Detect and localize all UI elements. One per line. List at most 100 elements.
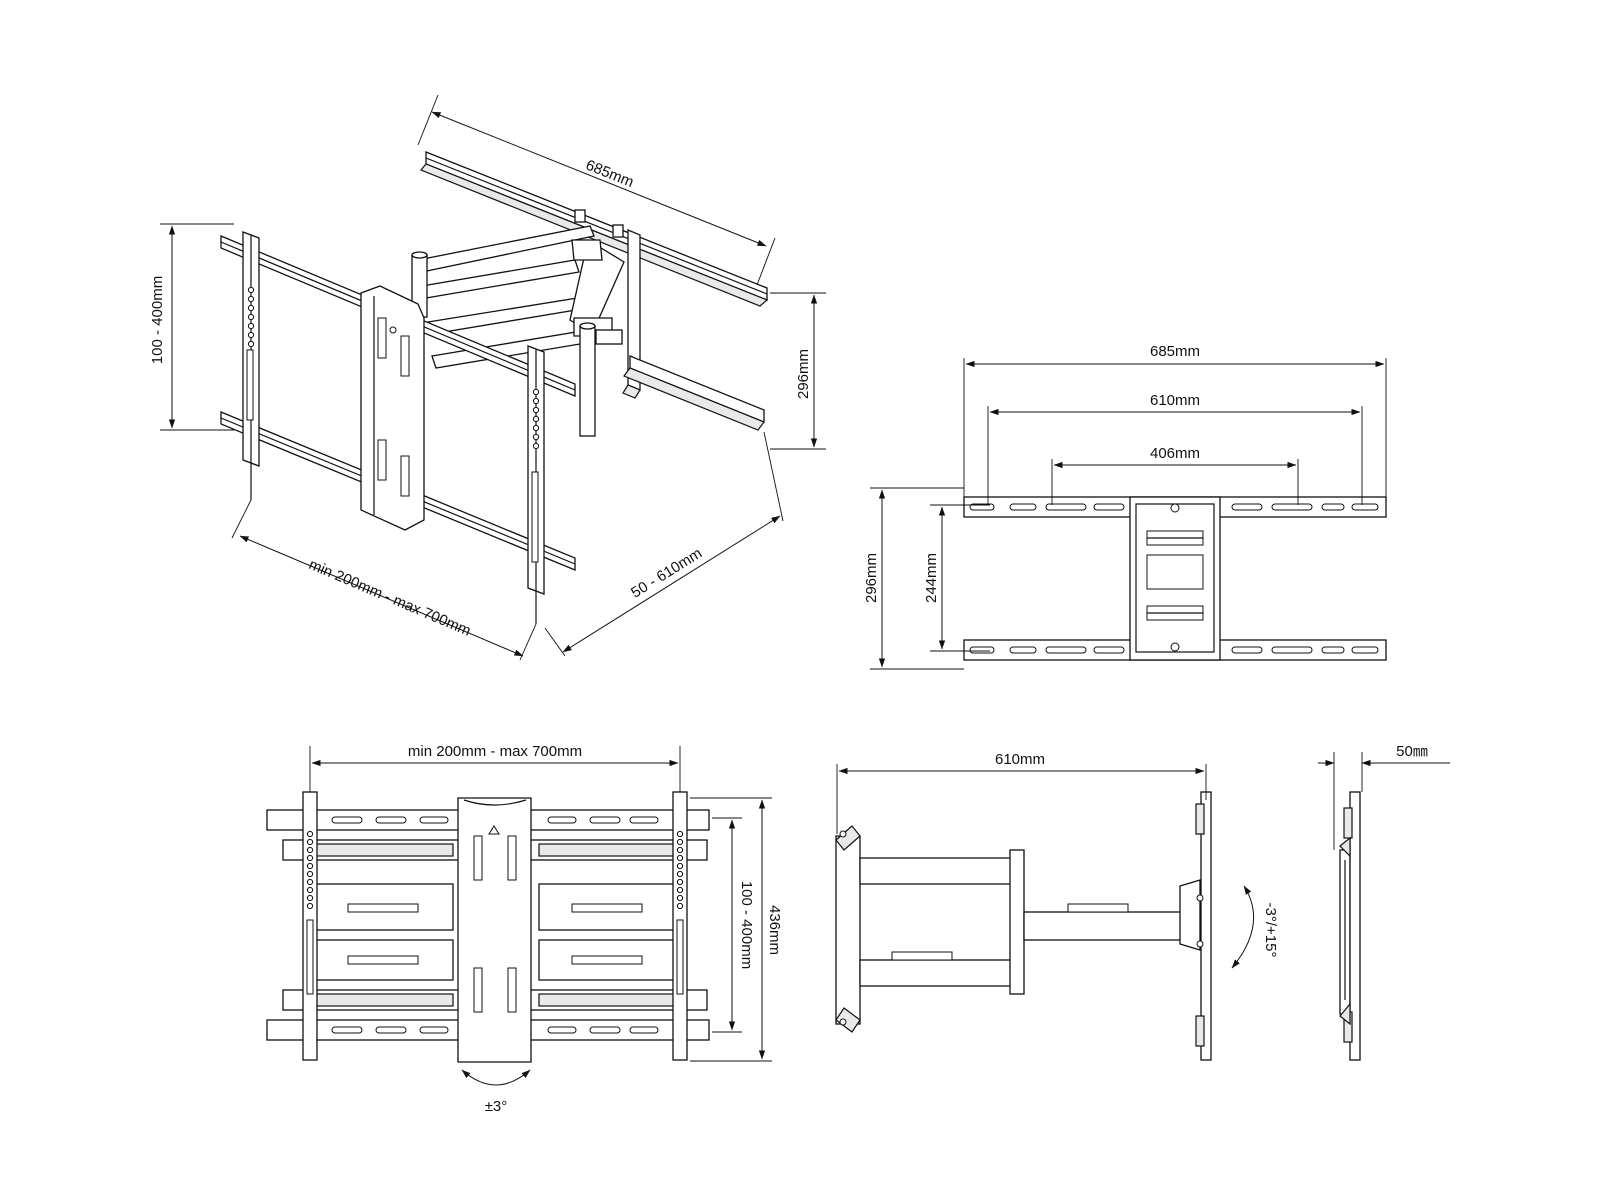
iso-top-width-line <box>431 111 767 247</box>
side-arm-extension <box>1023 911 1200 941</box>
side-tilt-arc <box>1231 885 1255 969</box>
mount-slot <box>1321 503 1345 511</box>
wall-plate-inner-label: 406mm <box>1150 445 1200 462</box>
mount-hole <box>306 846 314 854</box>
mount-hole <box>676 878 684 886</box>
mount-slot <box>969 646 995 654</box>
side-arm-lower <box>859 959 1021 987</box>
side-view: 610mm -3°/+15° <box>835 751 1279 1061</box>
wall-plate-slots <box>969 503 1379 654</box>
mount-slot <box>1009 503 1037 511</box>
wall-plate-inner-height-label: 244mm <box>923 553 940 603</box>
wall-plate-width-label: 685mm <box>1150 343 1200 360</box>
mount-hole <box>306 862 314 870</box>
mount-slot <box>1009 646 1037 654</box>
mount-hole <box>306 894 314 902</box>
wall-plate-outer-height-label: 296mm <box>863 553 880 603</box>
mount-hole <box>306 870 314 878</box>
mount-hole <box>306 886 314 894</box>
mount-hole <box>676 886 684 894</box>
iso-extension-label: 50 - 610mm <box>628 545 705 602</box>
mount-hole <box>676 830 684 838</box>
mount-hole <box>532 388 540 396</box>
iso-depth-label: 296mm <box>795 349 812 399</box>
profile-bracket <box>1349 791 1361 1061</box>
iso-bottom-span-line <box>239 535 524 657</box>
iso-pivot-columns <box>411 251 623 437</box>
mount-slot <box>1093 503 1125 511</box>
mount-hole <box>532 415 540 423</box>
front-rail-slots <box>331 816 659 1034</box>
mount-slot <box>1271 503 1313 511</box>
mount-hole <box>247 322 255 330</box>
mount-slot <box>1321 646 1345 654</box>
mount-hole <box>532 424 540 432</box>
front-view: ±3° min 200mm - max 700mm 436mm 100 - 40… <box>266 743 783 1115</box>
mount-hole <box>306 830 314 838</box>
rail-slot <box>589 1026 621 1034</box>
iso-tv-uprights <box>242 231 545 624</box>
side-extension-label: 610mm <box>995 751 1045 768</box>
iso-holes-left <box>247 286 255 348</box>
side-tilt-label: -3°/+15° <box>1262 903 1279 958</box>
iso-center-plate <box>360 285 425 531</box>
mount-hole <box>676 894 684 902</box>
front-swivel-label: ±3° <box>485 1098 508 1115</box>
mount-hole <box>676 870 684 878</box>
mount-hole <box>676 862 684 870</box>
rail-slot <box>375 816 407 824</box>
mount-slot <box>1351 646 1379 654</box>
rail-slot <box>419 816 449 824</box>
mount-hole <box>306 878 314 886</box>
rail-slot <box>547 1026 577 1034</box>
rail-slot <box>629 1026 659 1034</box>
rail-slot <box>547 816 577 824</box>
wall-plate-view: 685mm 610mm 406mm 296mm 244mm <box>863 343 1387 670</box>
profile-depth-label: 50㎜ <box>1396 743 1428 760</box>
mount-hole <box>247 295 255 303</box>
front-swivel-arc <box>461 1069 531 1086</box>
iso-bottom-span-label: min 200mm - max 700mm <box>306 556 473 640</box>
mount-hole <box>247 331 255 339</box>
mount-hole <box>532 433 540 441</box>
wall-plate-mid-label: 610mm <box>1150 392 1200 409</box>
front-center-plate <box>457 797 532 1063</box>
side-arm-upper <box>859 857 1021 885</box>
front-span-label: min 200mm - max 700mm <box>408 743 582 760</box>
rail-slot <box>629 816 659 824</box>
profile-view: 50㎜ <box>1318 743 1450 1061</box>
mount-slot <box>1271 646 1313 654</box>
iso-lower-rail <box>623 355 765 431</box>
iso-top-width-label: 685mm <box>583 157 636 191</box>
rail-slot <box>589 816 621 824</box>
isometric-view: 685mm 100 - 400mm 296mm min 200mm - max … <box>149 94 826 661</box>
mount-hole <box>306 902 314 910</box>
mount-slot <box>1045 646 1087 654</box>
mount-hole <box>532 406 540 414</box>
mount-hole <box>247 340 255 348</box>
mount-hole <box>676 854 684 862</box>
mount-slot <box>1045 503 1087 511</box>
mount-slot <box>969 503 995 511</box>
front-vertical-label: 100 - 400mm <box>738 881 755 969</box>
mount-hole <box>247 286 255 294</box>
rail-slot <box>419 1026 449 1034</box>
mount-hole <box>247 313 255 321</box>
mount-slot <box>1351 503 1379 511</box>
mount-slot <box>1093 646 1125 654</box>
mount-hole <box>532 397 540 405</box>
front-upright-holes <box>306 830 684 910</box>
mount-hole <box>676 838 684 846</box>
iso-extension-line <box>562 515 781 653</box>
mount-hole <box>532 442 540 450</box>
rail-slot <box>331 1026 363 1034</box>
mount-hole <box>676 846 684 854</box>
iso-holes-right <box>532 388 540 450</box>
rail-slot <box>375 1026 407 1034</box>
front-height-label: 436mm <box>766 905 783 955</box>
mount-slot <box>1231 646 1263 654</box>
mount-hole <box>676 902 684 910</box>
mount-slot <box>1231 503 1263 511</box>
iso-vertical-left-label: 100 - 400mm <box>149 276 166 364</box>
